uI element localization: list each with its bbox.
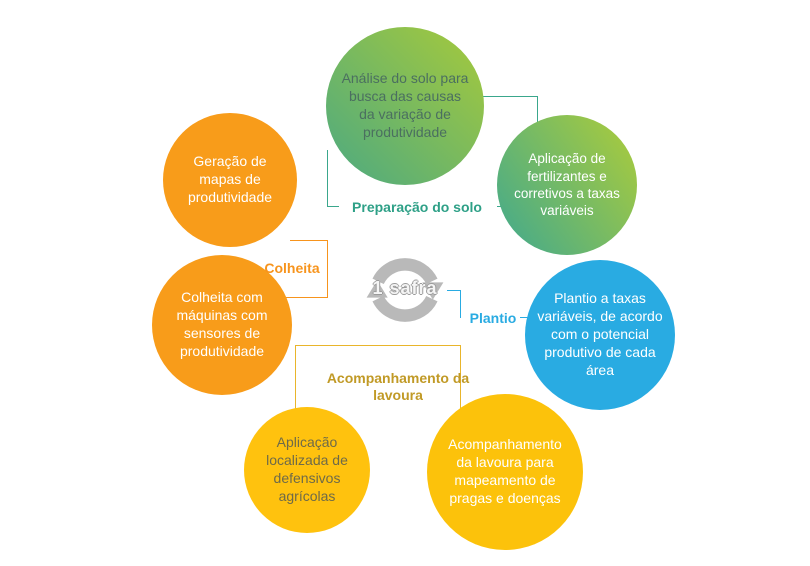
connector-acompanhamento-horiz: [295, 345, 460, 346]
circle-aplicacao-fertilizantes-text: Aplicação de fertilizantes e corretivos …: [514, 151, 620, 219]
circle-colheita-maquinas: Colheita com máquinas com sensores de pr…: [152, 255, 292, 395]
cycle-arrows-icon: [357, 242, 453, 338]
connector-preparacao-top: [480, 96, 538, 97]
circle-aplicacao-defensivos: Aplicação localizada de defensivos agríc…: [244, 407, 370, 533]
circle-colheita-maquinas-text: Colheita com máquinas com sensores de pr…: [176, 289, 268, 359]
phase-label-preparacao-do-solo: Preparação do solo: [352, 199, 482, 215]
connector-colheita-top: [290, 240, 327, 241]
circle-aplicacao-fertilizantes: Aplicação de fertilizantes e corretivos …: [497, 115, 637, 255]
connector-preparacao-left-vert: [327, 150, 328, 207]
phase-label-acompanhamento: Acompanhamento da lavoura: [326, 370, 470, 403]
circle-geracao-mapas: Geração de mapas de produtividade: [163, 113, 297, 247]
circle-aplicacao-defensivos-text: Aplicação localizada de defensivos agríc…: [266, 434, 348, 504]
phase-label-colheita: Colheita: [264, 260, 320, 276]
connector-preparacao-label-left: [327, 206, 339, 207]
circle-plantio-taxas-text: Plantio a taxas variáveis, de acordo com…: [537, 290, 663, 378]
circle-acompanhamento-lavoura-text: Acompanhamento da lavoura para mapeament…: [448, 436, 562, 506]
circle-geracao-mapas-text: Geração de mapas de produtividade: [187, 153, 273, 205]
connector-plantio-vert: [460, 290, 461, 318]
circle-acompanhamento-lavoura: Acompanhamento da lavoura para mapeament…: [427, 394, 583, 550]
connector-preparacao-right: [537, 96, 538, 132]
circle-plantio-taxas: Plantio a taxas variáveis, de acordo com…: [525, 260, 675, 410]
connector-colheita-bottom: [284, 297, 327, 298]
connector-plantio-center: [447, 290, 460, 291]
connector-acompanhamento-right: [460, 345, 461, 409]
connector-colheita-vert: [327, 240, 328, 298]
cycle-center-label: 1 safra: [372, 278, 438, 298]
connector-plantio-label-right: [520, 317, 530, 318]
connector-acompanhamento-left: [295, 345, 296, 409]
circle-analise-solo: Análise do solo para busca das causas da…: [326, 27, 484, 185]
phase-label-plantio: Plantio: [469, 310, 517, 326]
circle-analise-solo-text: Análise do solo para busca das causas da…: [341, 70, 469, 140]
